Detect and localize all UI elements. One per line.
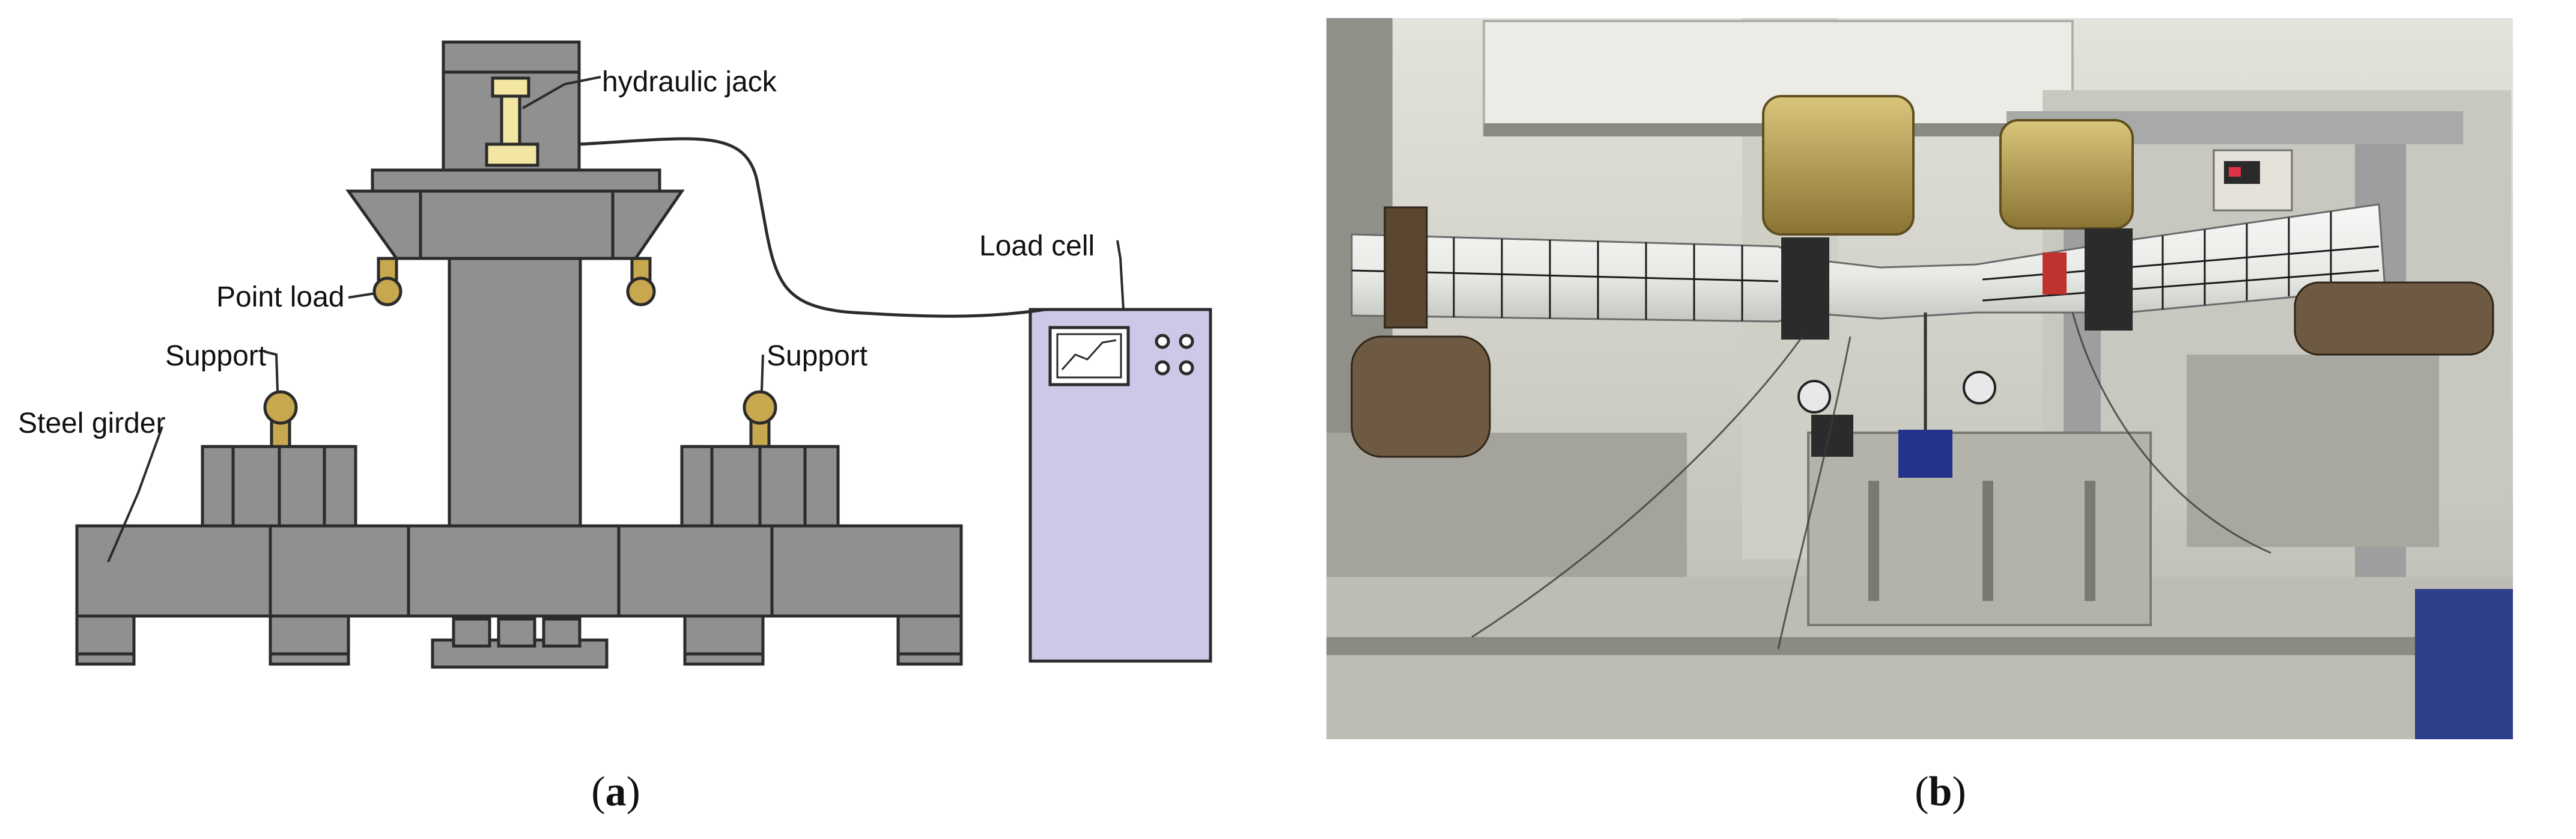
label-support-left: Support <box>165 340 266 372</box>
support-right-base <box>2187 355 2439 547</box>
leader-steel-girder <box>107 426 163 563</box>
loading-yoke-left <box>1762 95 1915 236</box>
panel-b-photo <box>1326 18 2513 739</box>
spreader-beam <box>345 168 685 260</box>
steel-girder <box>75 524 963 669</box>
specimen-clamp-mid <box>1781 237 1829 340</box>
leader-support-right <box>761 354 764 391</box>
leader-load-cell <box>1116 240 1125 310</box>
point-load-roller-right <box>626 257 656 307</box>
support-roller-left <box>263 390 298 448</box>
support-block-left <box>201 445 357 528</box>
caption-b: (b) <box>1915 769 1966 815</box>
leader-point-load <box>348 292 376 299</box>
support-center-base <box>1807 432 2152 626</box>
panel-a-schematic: hydraulic jack Load cell Point load Supp… <box>18 40 1212 669</box>
specimen-grid <box>1351 212 2380 321</box>
leader-support-left <box>264 350 279 391</box>
support-roller-right <box>743 390 777 448</box>
label-support-right: Support <box>767 340 867 372</box>
label-steel-girder: Steel girder <box>18 407 165 439</box>
point-load-roller-left <box>372 257 402 307</box>
hydraulic-jack <box>485 76 539 167</box>
end-roller-left <box>1350 335 1491 458</box>
specimen-clamp-left <box>1384 206 1428 329</box>
caption-a: (a) <box>591 769 640 815</box>
load-cell-cabinet <box>1028 308 1212 663</box>
loading-yoke-right <box>1999 119 2134 230</box>
loading-column <box>448 257 582 528</box>
support-block-right <box>680 445 840 528</box>
label-load-cell: Load cell <box>979 230 1095 262</box>
end-roller-right <box>2294 281 2494 356</box>
hydraulic-hose <box>579 137 1046 318</box>
label-hydraulic-jack: hydraulic jack <box>602 66 777 98</box>
specimen-clamp-right <box>2085 228 2133 331</box>
leader-hydraulic-jack <box>522 76 601 109</box>
label-point-load: Point load <box>216 281 345 313</box>
